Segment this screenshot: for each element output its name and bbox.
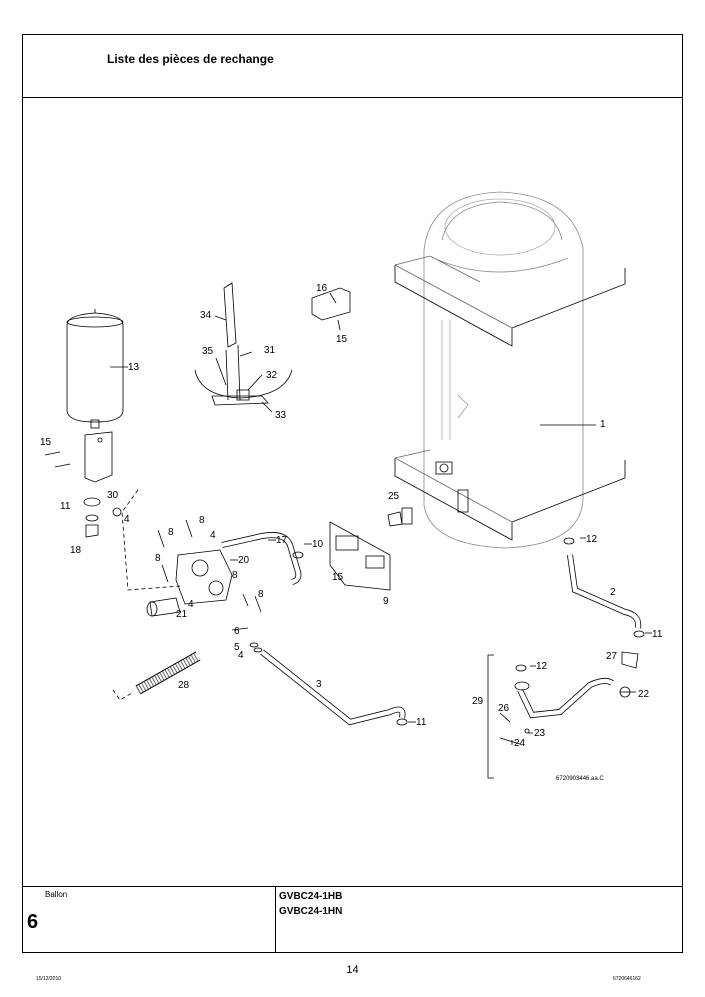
page-number: 14 xyxy=(346,964,359,976)
callout-2: 2 xyxy=(610,587,616,598)
callout-15a: 15 xyxy=(40,437,52,448)
pipe-part-3 xyxy=(260,649,406,726)
callout-8a: 8 xyxy=(168,527,174,538)
callout-12a: 12 xyxy=(586,534,598,545)
control-box-part-9 xyxy=(329,521,391,591)
callout-26: 26 xyxy=(498,703,510,714)
footer-left-code: 15/12/2010 xyxy=(36,976,62,982)
callout-20: 20 xyxy=(238,555,250,566)
section-number: 6 xyxy=(27,911,39,933)
callout-11b: 11 xyxy=(652,629,663,640)
callout-33: 33 xyxy=(275,410,287,421)
callout-23: 23 xyxy=(534,728,546,739)
callout-27: 27 xyxy=(606,651,618,662)
model-name: GVBC24-1HN xyxy=(279,906,343,917)
header-box: Liste des pièces de rechange xyxy=(22,34,683,98)
callout-15b: 15 xyxy=(336,334,348,345)
callout-8b: 8 xyxy=(199,515,205,526)
callout-8c: 8 xyxy=(155,553,161,564)
callout-4a: 4 xyxy=(124,514,130,525)
callout-21: 21 xyxy=(176,609,188,620)
bracket-part-16 xyxy=(311,287,351,321)
drawing-reference: 6720903446.aa.C xyxy=(556,776,604,782)
callout-8e: 8 xyxy=(258,589,264,600)
callout-31: 31 xyxy=(264,345,276,356)
model-list: GVBC24-1HB GVBC24-1HN xyxy=(279,889,342,919)
callout-9: 9 xyxy=(383,596,389,607)
tank-part-1 xyxy=(394,191,626,549)
footer-right-code: 6720646162 xyxy=(613,976,641,982)
callout-11a: 11 xyxy=(60,501,71,512)
callout-29: 29 xyxy=(472,696,484,707)
callout-11c: 11 xyxy=(416,717,427,728)
page-title: Liste des pièces de rechange xyxy=(107,52,274,66)
callout-16: 16 xyxy=(316,283,328,294)
callout-17: 17 xyxy=(276,535,288,546)
callout-15c: 15 xyxy=(332,572,344,583)
callout-10: 10 xyxy=(312,539,324,550)
callout-12b: 12 xyxy=(536,661,548,672)
callout-6: 6 xyxy=(234,626,240,637)
callout-3: 3 xyxy=(316,679,322,690)
footer-box: Ballon 6 GVBC24-1HB GVBC24-1HN xyxy=(22,886,683,953)
callout-35: 35 xyxy=(202,346,214,357)
callout-25: 25 xyxy=(388,491,400,502)
valve-group xyxy=(146,519,262,617)
callout-34: 34 xyxy=(200,310,212,321)
expansion-vessel-part-13 xyxy=(66,309,124,429)
callout-24: 24 xyxy=(514,738,526,749)
callout-30: 30 xyxy=(107,490,119,501)
callout-13: 13 xyxy=(128,362,140,373)
vessel-bracket xyxy=(84,431,113,483)
model-name: GVBC24-1HB xyxy=(279,891,343,902)
sensor-assembly xyxy=(194,282,293,406)
callout-32: 32 xyxy=(266,370,278,381)
callout-4d: 4 xyxy=(238,650,244,661)
callout-4b: 4 xyxy=(210,530,216,541)
callout-22: 22 xyxy=(638,689,650,700)
callout-labels: 1 2 3 4 4 4 4 5 6 8 8 8 8 8 9 10 11 11 1… xyxy=(40,283,663,749)
section-label: Ballon xyxy=(45,890,68,899)
callout-1: 1 xyxy=(600,419,606,430)
callout-8d: 8 xyxy=(232,570,238,581)
callout-4c: 4 xyxy=(188,599,194,610)
callout-5: 5 xyxy=(234,642,240,653)
callout-28: 28 xyxy=(178,680,190,691)
pipe-part-29 xyxy=(517,677,614,719)
callout-18: 18 xyxy=(70,545,82,556)
footer-divider xyxy=(275,887,276,953)
